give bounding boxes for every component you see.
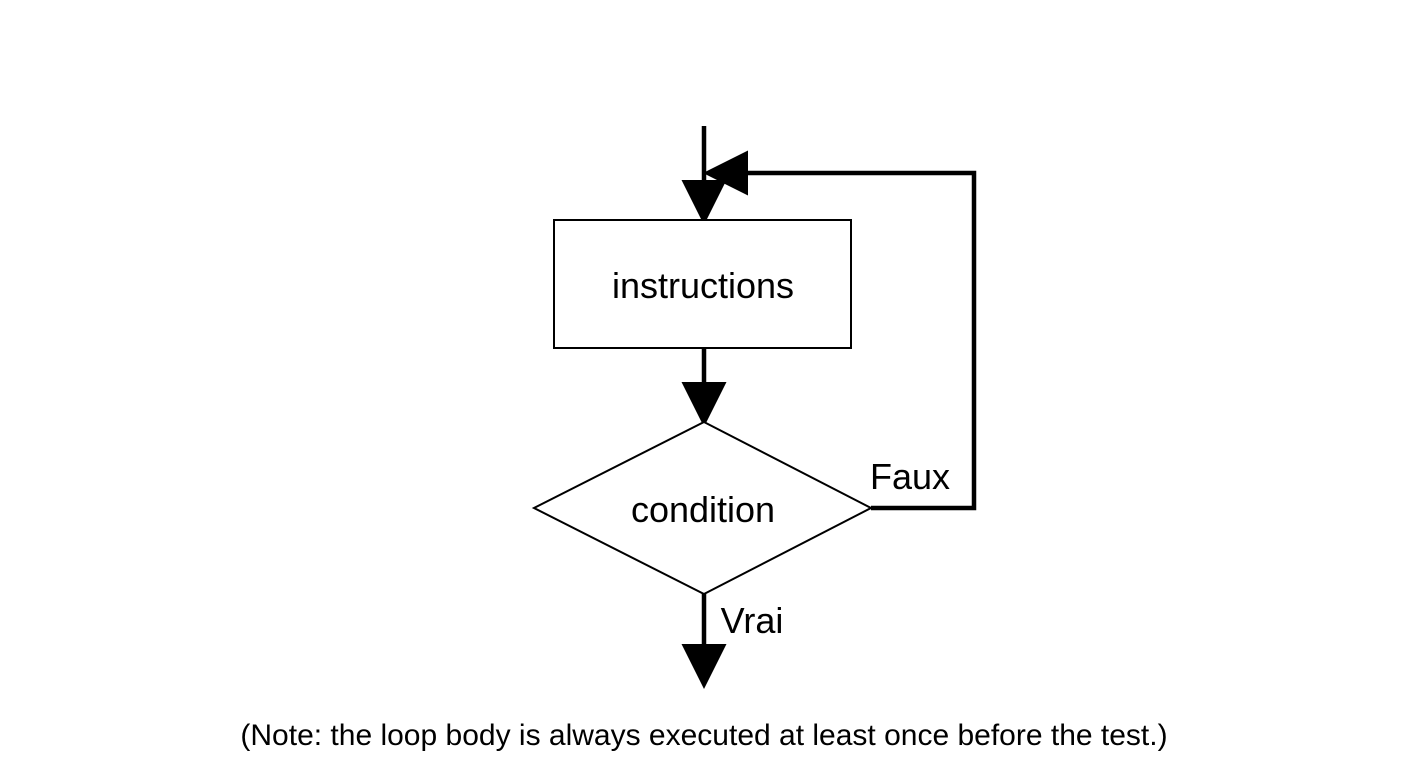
diagram-caption: (Note: the loop body is always executed … <box>240 719 1168 752</box>
false-label: Faux <box>870 456 950 497</box>
instructions-label: instructions <box>612 265 794 306</box>
false-loop-path <box>703 150 977 511</box>
condition-label: condition <box>631 489 775 530</box>
true-label: Vrai <box>721 600 784 641</box>
